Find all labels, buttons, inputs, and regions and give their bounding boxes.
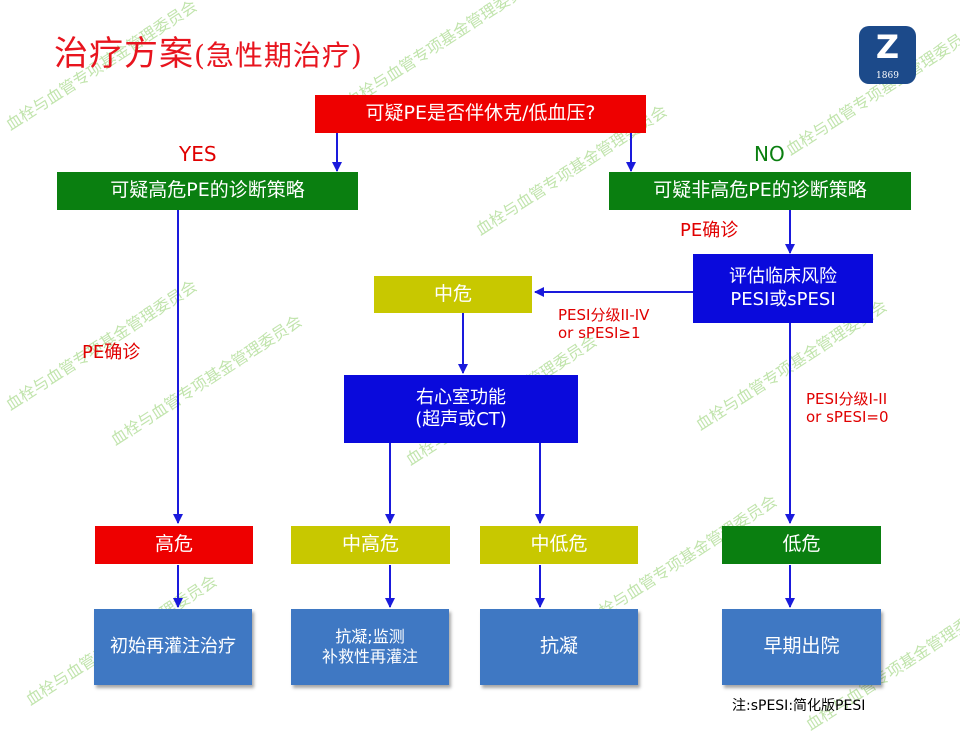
- node-intermediate-low-risk-text: 中低危: [530, 533, 588, 556]
- label-yes: YES: [179, 142, 217, 166]
- node-intermediate-risk-text: 中危: [433, 282, 472, 305]
- node-assess-line2: PESI或sPESI: [730, 288, 836, 310]
- label-pesi-mid-line2: or sPESI≥1: [558, 324, 641, 342]
- label-pesi-low-line1: PESI分级I-II: [806, 390, 888, 408]
- flow-arrows: [173, 133, 795, 608]
- node-nonhigh-risk-strategy-text: 可疑非高危PE的诊断策略: [653, 179, 867, 202]
- node-treatment-anticoag-text: 抗凝: [539, 635, 578, 658]
- label-pesi-mid-line1: PESI分级II-IV: [558, 306, 650, 324]
- node-treatment-anticoag-monitor-line1: 抗凝;监测: [335, 627, 405, 646]
- label-no: NO: [754, 142, 785, 166]
- node-high-risk-strategy-text: 可疑高危PE的诊断策略: [110, 179, 305, 202]
- label-pesi-mid: PESI分级II-IV or sPESI≥1: [558, 306, 649, 342]
- node-shock-question-text: 可疑PE是否伴休克/低血压?: [365, 102, 596, 125]
- page-title: 治疗方案(急性期治疗): [54, 26, 363, 75]
- logo-letter: Z: [875, 28, 900, 66]
- node-rv-function: 右心室功能 (超声或CT): [344, 375, 578, 443]
- title-main: 治疗方案: [54, 34, 194, 74]
- label-pe-confirmed-right: PE确诊: [680, 220, 739, 241]
- node-treatment-reperfusion: 初始再灌注治疗: [94, 609, 252, 685]
- node-high-risk: 高危: [95, 526, 253, 564]
- label-pesi-low: PESI分级I-II or sPESI=0: [806, 390, 889, 426]
- node-nonhigh-risk-strategy: 可疑非高危PE的诊断策略: [609, 172, 911, 210]
- logo-year: 1869: [876, 71, 899, 81]
- node-rv-line1: 右心室功能: [416, 386, 506, 408]
- node-intermediate-high-risk-text: 中高危: [341, 533, 399, 556]
- title-sub: (急性期治疗): [194, 39, 363, 72]
- node-intermediate-high-risk: 中高危: [291, 526, 450, 564]
- node-treatment-early-discharge-text: 早期出院: [763, 635, 840, 658]
- node-treatment-anticoag-monitor-line2: 补救性再灌注: [321, 647, 418, 666]
- node-intermediate-low-risk: 中低危: [480, 526, 638, 564]
- node-treatment-anticoag-monitor: 抗凝;监测 补救性再灌注: [291, 609, 449, 685]
- label-pesi-low-line2: or sPESI=0: [806, 408, 889, 426]
- node-assess-line1: 评估临床风险: [729, 266, 837, 287]
- node-high-risk-text: 高危: [154, 533, 193, 556]
- node-intermediate-risk: 中危: [374, 276, 532, 313]
- node-shock-question: 可疑PE是否伴休克/低血压?: [315, 95, 646, 133]
- institution-logo: Z 1869: [859, 26, 916, 84]
- node-high-risk-strategy: 可疑高危PE的诊断策略: [57, 172, 358, 210]
- node-treatment-anticoag: 抗凝: [480, 609, 638, 685]
- node-assess-clinical-risk: 评估临床风险 PESI或sPESI: [693, 254, 873, 323]
- node-low-risk: 低危: [722, 526, 881, 564]
- node-low-risk-text: 低危: [782, 533, 821, 556]
- footnote: 注:sPESI:简化版PESI: [732, 698, 866, 714]
- label-pe-confirmed-left: PE确诊: [82, 342, 141, 363]
- node-treatment-early-discharge: 早期出院: [722, 609, 881, 685]
- node-rv-line2: (超声或CT): [415, 409, 507, 430]
- node-treatment-reperfusion-text: 初始再灌注治疗: [110, 635, 236, 657]
